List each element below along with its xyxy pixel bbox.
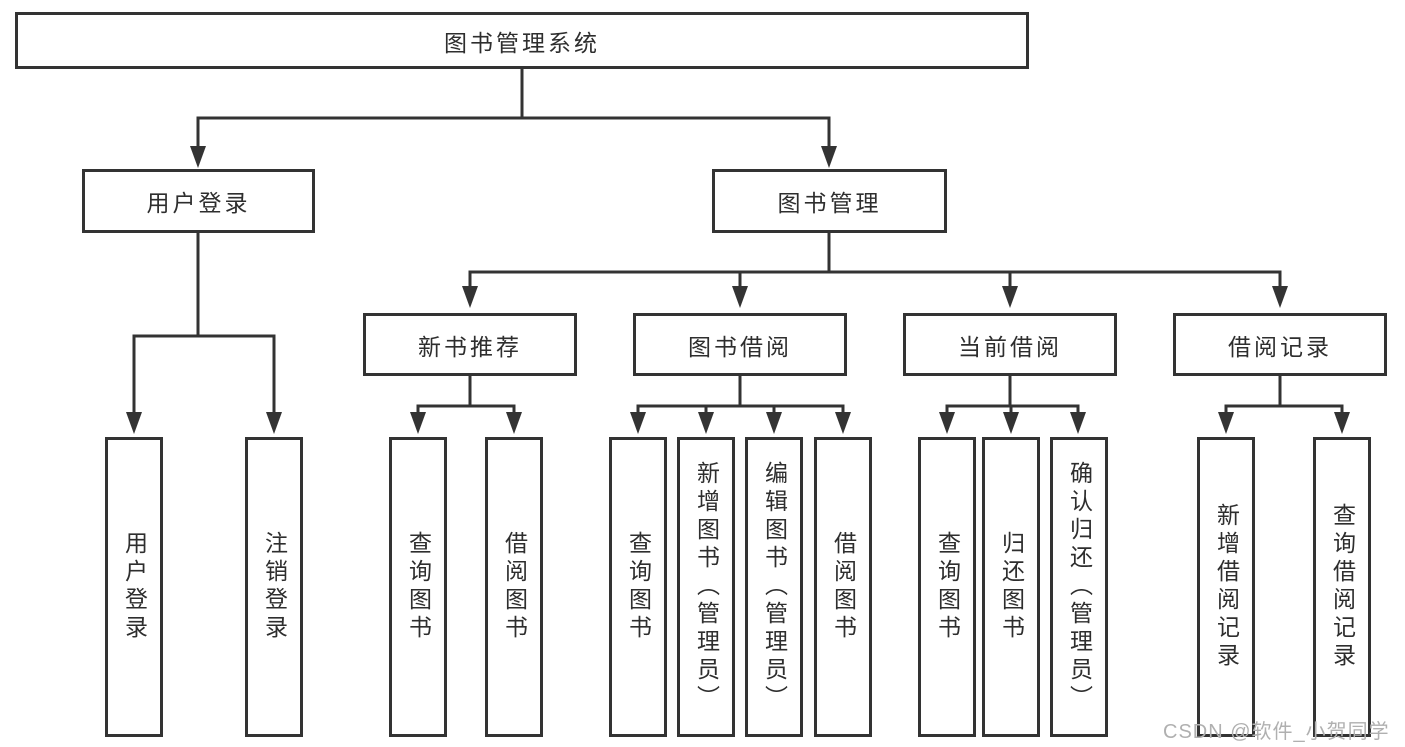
connector-borrow-record-children — [1218, 376, 1350, 434]
leaf-query-book-current-label: 查询图书 — [934, 531, 961, 643]
leaf-edit-book-admin-label: 编辑图书（管理员） — [761, 461, 788, 713]
leaf-add-borrow-record-label: 新增借阅记录 — [1213, 503, 1240, 671]
leaf-query-book-borrow: 查询图书 — [609, 437, 667, 737]
leaf-confirm-return-admin: 确认归还（管理员） — [1050, 437, 1108, 737]
leaf-add-book-admin: 新增图书（管理员） — [677, 437, 735, 737]
leaf-add-book-admin-label: 新增图书（管理员） — [693, 461, 720, 713]
node-root-label: 图书管理系统 — [444, 29, 600, 56]
leaf-return-book-label: 归还图书 — [998, 531, 1025, 643]
leaf-query-book-recommend: 查询图书 — [389, 437, 447, 737]
connector-current-borrow-children — [939, 376, 1086, 434]
leaf-query-borrow-record-label: 查询借阅记录 — [1329, 503, 1356, 671]
leaf-borrow-book-label: 借阅图书 — [830, 531, 857, 643]
node-root: 图书管理系统 — [15, 12, 1029, 69]
leaf-user-login: 用户登录 — [105, 437, 163, 737]
node-new-book-recommend: 新书推荐 — [363, 313, 577, 376]
leaf-return-book: 归还图书 — [982, 437, 1040, 737]
node-book-mgmt-label: 图书管理 — [777, 190, 882, 216]
node-book-mgmt: 图书管理 — [712, 169, 947, 233]
node-new-book-recommend-label: 新书推荐 — [418, 333, 522, 360]
connector-user-login-children — [126, 233, 282, 434]
leaf-borrow-book-recommend-label: 借阅图书 — [501, 531, 528, 643]
leaf-borrow-book-recommend: 借阅图书 — [485, 437, 543, 737]
node-borrow-record: 借阅记录 — [1173, 313, 1387, 376]
leaf-add-borrow-record: 新增借阅记录 — [1197, 437, 1255, 737]
leaf-query-borrow-record: 查询借阅记录 — [1313, 437, 1371, 737]
leaf-user-login-label: 用户登录 — [121, 531, 148, 643]
node-current-borrow-label: 当前借阅 — [958, 333, 1062, 360]
connector-root-children — [190, 69, 837, 168]
leaf-edit-book-admin: 编辑图书（管理员） — [745, 437, 803, 737]
node-current-borrow: 当前借阅 — [903, 313, 1117, 376]
leaf-query-book-borrow-label: 查询图书 — [625, 531, 652, 643]
leaf-query-book-current: 查询图书 — [918, 437, 976, 737]
node-user-login: 用户登录 — [82, 169, 315, 233]
watermark: CSDN @软件_小贺同学 — [1163, 721, 1390, 743]
node-book-borrow-label: 图书借阅 — [688, 333, 792, 360]
leaf-logout-label: 注销登录 — [261, 531, 288, 643]
node-user-login-label: 用户登录 — [146, 190, 251, 216]
connector-new-book-children — [410, 376, 522, 434]
leaf-confirm-return-admin-label: 确认归还（管理员） — [1066, 461, 1093, 713]
node-book-borrow: 图书借阅 — [633, 313, 847, 376]
connector-book-mgmt-children — [462, 233, 1288, 308]
connector-book-borrow-children — [630, 376, 851, 434]
leaf-query-book-recommend-label: 查询图书 — [405, 531, 432, 643]
node-borrow-record-label: 借阅记录 — [1228, 333, 1332, 360]
leaf-logout: 注销登录 — [245, 437, 303, 737]
leaf-borrow-book: 借阅图书 — [814, 437, 872, 737]
